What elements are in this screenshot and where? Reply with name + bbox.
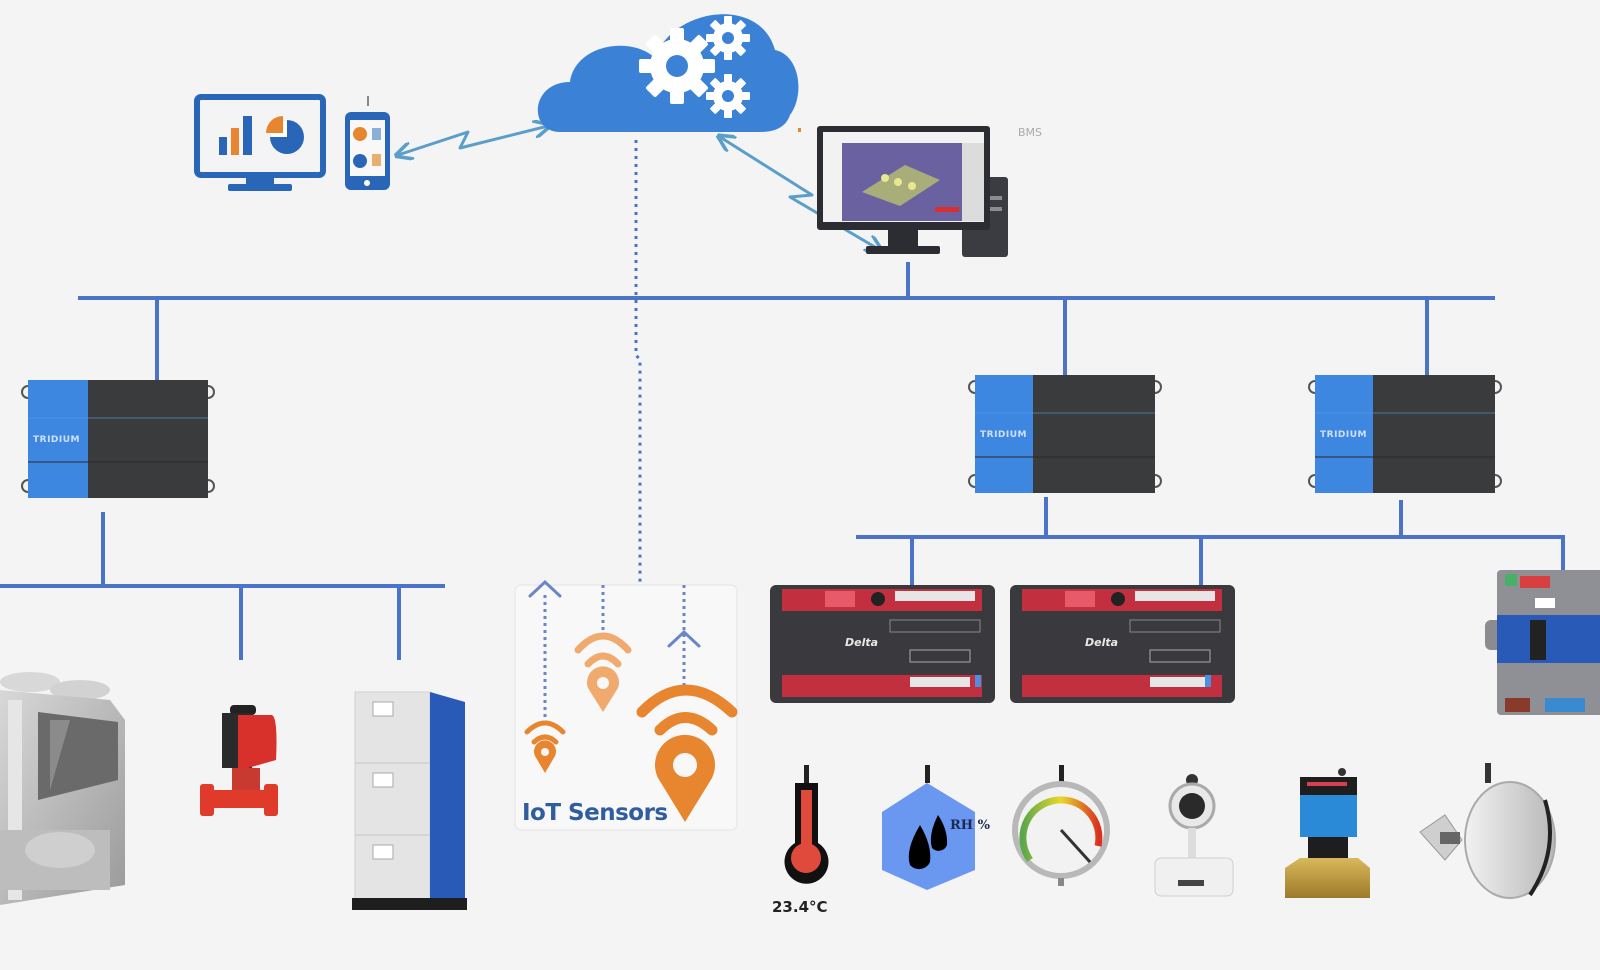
uplink-arrow-icon	[528, 579, 562, 598]
plant-equipment	[0, 672, 467, 910]
field-controller-1	[770, 585, 995, 703]
gear-small-top-icon	[706, 16, 750, 60]
cloud-iot-link	[634, 140, 642, 585]
gear-small-bottom-icon	[706, 74, 750, 118]
humidity-sensor	[882, 765, 975, 890]
wireless-location-icon	[636, 684, 738, 822]
field-devices	[784, 763, 1556, 899]
uplink-arrow-icon	[667, 629, 701, 648]
chiller	[0, 672, 125, 905]
field-controller-1-brand: Delta	[845, 636, 879, 649]
controller-1-brand: TRIDIUM	[33, 435, 81, 445]
controller-3	[1308, 375, 1502, 493]
iot-sensors-label: IoT Sensors	[522, 800, 668, 826]
pressure-gauge	[1012, 765, 1110, 886]
temperature-sensor	[784, 765, 829, 884]
bms-label: BMS	[1018, 126, 1043, 139]
pump	[200, 705, 278, 816]
monitor-chart-icon	[194, 94, 326, 191]
control-valve	[1285, 768, 1370, 898]
flow-meter	[1154, 774, 1234, 897]
controller-2	[968, 375, 1162, 493]
smartphone-icon	[345, 96, 390, 190]
wireless-location-icon	[574, 632, 632, 712]
bms-workstation	[798, 126, 1008, 257]
controller-3-brand: TRIDIUM	[1320, 430, 1368, 440]
supervisory-controllers	[21, 375, 1502, 498]
controller-1	[21, 380, 215, 498]
field-controller-2-brand: Delta	[1085, 636, 1119, 649]
network-lines	[0, 262, 1565, 660]
remote-access	[194, 94, 390, 191]
iot-sensors-panel	[514, 579, 738, 831]
controller-2-brand: TRIDIUM	[980, 430, 1028, 440]
cloud-services	[537, 14, 799, 132]
boiler	[352, 691, 467, 910]
field-controller-2	[1010, 585, 1235, 703]
cloud-remote-link	[398, 126, 548, 155]
gear-large-icon	[639, 28, 715, 104]
humidity-label: RH %	[950, 818, 990, 833]
workstation-icon	[798, 126, 1008, 257]
temperature-reading: 23.4°C	[772, 898, 828, 916]
damper-actuator	[1419, 763, 1556, 899]
wireless-location-icon	[524, 720, 566, 773]
wireless-links	[398, 126, 880, 250]
field-controllers	[770, 570, 1600, 715]
field-controller-3	[1485, 570, 1600, 715]
